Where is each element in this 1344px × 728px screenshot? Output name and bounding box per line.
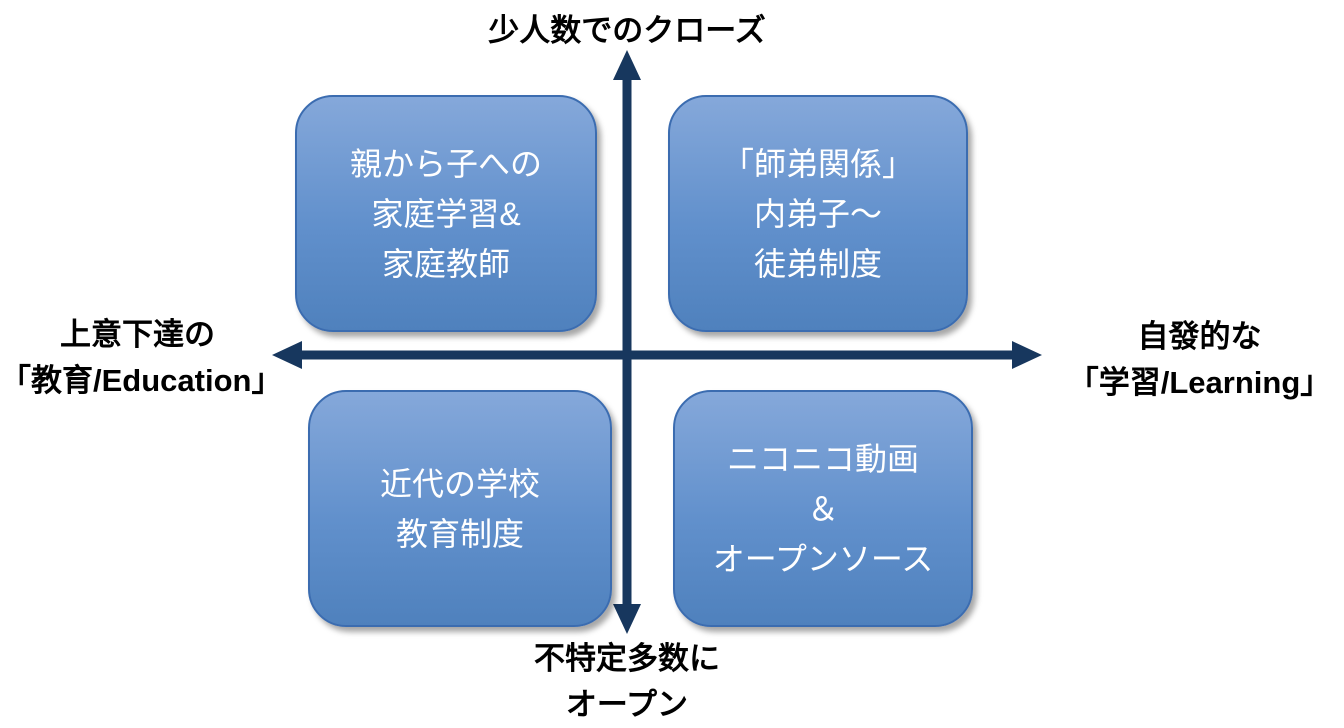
quadrant-bottom-right-box: ニコニコ動画 ＆ オープンソース: [673, 390, 973, 627]
quadrant-bottom-left-line2: 教育制度: [395, 515, 524, 552]
quadrant-top-right-line2: 内弟子～: [753, 195, 882, 232]
axis-label-right-line1: 自發的な: [1137, 319, 1262, 354]
axis-label-right: 自發的な 「学習/Learning」: [1055, 314, 1344, 406]
axis-label-bottom: 不特定多数に オープン: [377, 636, 877, 728]
quadrant-top-right-line3: 徒弟制度: [753, 245, 882, 282]
axis-label-bottom-line2: オープン: [565, 687, 689, 722]
axis-label-left-line2: 「教育/Education」: [0, 363, 283, 398]
quadrant-bottom-right-line2: ＆: [806, 490, 839, 527]
quadrant-bottom-right-line3: オープンソース: [712, 540, 934, 577]
axis-label-left-line1: 上意下達の: [60, 317, 215, 352]
quadrant-bottom-right-line1: ニコニコ動画: [726, 440, 919, 477]
quadrant-top-right-box: 「師弟関係」 内弟子～ 徒弟制度: [668, 95, 968, 332]
axis-label-bottom-line1: 不特定多数に: [534, 641, 720, 676]
quadrant-bottom-left-box: 近代の学校 教育制度: [308, 390, 612, 627]
quadrant-top-left-line2: 家庭学習&: [371, 195, 521, 232]
axis-label-top: 少人数でのクローズ: [377, 8, 877, 54]
axis-label-left: 上意下達の 「教育/Education」: [0, 312, 283, 404]
quadrant-top-left-line1: 親から子への: [349, 145, 542, 182]
quadrant-top-left-box: 親から子への 家庭学習& 家庭教師: [295, 95, 597, 332]
quadrant-top-left-line3: 家庭教師: [381, 245, 510, 282]
quadrant-top-right-line1: 「師弟関係」: [721, 145, 914, 182]
axis-label-top-text: 少人数でのクローズ: [488, 13, 766, 48]
vertical-axis-arrow: [613, 50, 641, 634]
horizontal-axis-arrow: [272, 341, 1042, 369]
quadrant-bottom-left-line1: 近代の学校: [379, 465, 540, 502]
axis-label-right-line2: 「学習/Learning」: [1067, 365, 1332, 400]
